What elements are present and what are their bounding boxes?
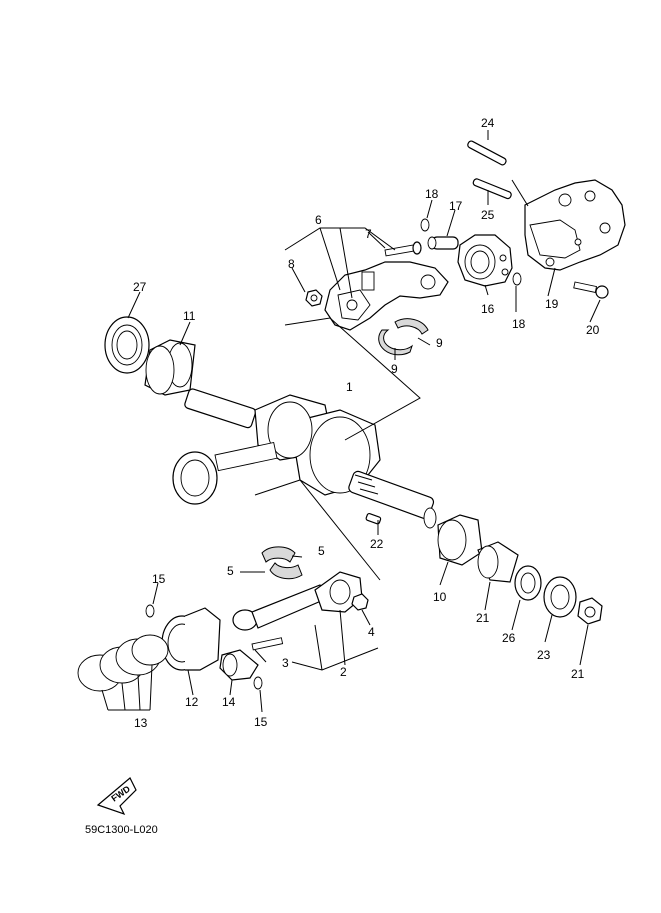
callout-8: 8 [288, 257, 295, 271]
piston-12 [161, 607, 221, 671]
callout-4: 4 [368, 625, 375, 639]
callout-20: 20 [586, 323, 600, 337]
dowel-pin-21-upper [467, 140, 507, 166]
bearing-25 [543, 576, 577, 618]
bolt-7 [384, 241, 422, 257]
bolt-3 [251, 637, 284, 651]
circlip-18-upper [420, 218, 430, 232]
bearing-10 [437, 514, 483, 566]
callout-1: 1 [346, 380, 353, 394]
callout-23: 21 [476, 611, 490, 625]
callout-3: 3 [282, 656, 289, 670]
callout-9-right: 9 [436, 336, 443, 350]
nut-4 [351, 593, 369, 611]
bearing-11 [144, 339, 196, 396]
callout-11: 11 [183, 309, 196, 323]
bearing-shell-5-right [269, 562, 303, 580]
callout-5-right: 5 [318, 544, 325, 558]
callout-15-upper: 15 [152, 572, 166, 586]
dowel-pin-21-lower [472, 178, 512, 200]
callout-24: 22 [370, 537, 384, 551]
nut-8 [305, 289, 323, 307]
key-24 [365, 512, 382, 525]
connecting-rod-2 [232, 571, 363, 631]
callout-2: 2 [340, 665, 347, 679]
oil-seal-27 [104, 316, 150, 374]
callout-27: 27 [133, 280, 147, 294]
callout-21-upper: 24 [481, 116, 495, 130]
circlip-15-left [145, 604, 155, 618]
callout-25: 23 [537, 648, 551, 662]
crankshaft-1 [184, 388, 437, 529]
nut-22 [577, 597, 603, 625]
callout-10: 10 [433, 590, 447, 604]
callout-17: 17 [449, 199, 463, 213]
balancer-arm-6 [324, 261, 449, 331]
washer-26 [514, 565, 542, 601]
callout-6: 6 [315, 213, 322, 227]
callout-14: 14 [222, 695, 236, 709]
circlip-15-right [253, 676, 263, 690]
callout-26: 26 [502, 631, 516, 645]
bearing-shell-9-lower [378, 329, 413, 356]
fwd-arrow-icon: FWD [96, 777, 137, 816]
callout-18-lower: 18 [512, 317, 526, 331]
callout-5-left: 5 [227, 564, 234, 578]
circlip-18-lower [512, 272, 522, 286]
collar-23 [477, 541, 519, 583]
piston-ring-set-13 [77, 634, 169, 692]
callout-19: 19 [545, 297, 559, 311]
callout-18-upper: 18 [425, 187, 439, 201]
piston-pin-14 [219, 649, 259, 681]
callout-15-lower: 15 [254, 715, 268, 729]
callout-12: 12 [185, 695, 199, 709]
crankcase-cover-19 [511, 179, 626, 271]
bearing-housing-16 [457, 234, 513, 287]
callout-9-lower: 9 [391, 362, 398, 376]
pin-17 [427, 236, 459, 250]
piston-preview [172, 441, 278, 505]
callout-16: 16 [481, 302, 495, 316]
leader-lines [101, 130, 601, 713]
diagram-code: 59C1300-L020 [85, 824, 158, 836]
callout-22: 21 [571, 667, 585, 681]
bolt-20 [573, 281, 609, 299]
callout-7: 7 [365, 227, 372, 241]
bearing-shell-5-left [261, 546, 296, 563]
callout-13: 13 [134, 716, 148, 730]
callout-21-lower: 25 [481, 208, 495, 222]
bearing-shell-9-upper [394, 318, 429, 335]
callout-labels: 24 25 18 17 6 7 8 16 18 19 20 9 9 27 11 … [133, 116, 600, 730]
